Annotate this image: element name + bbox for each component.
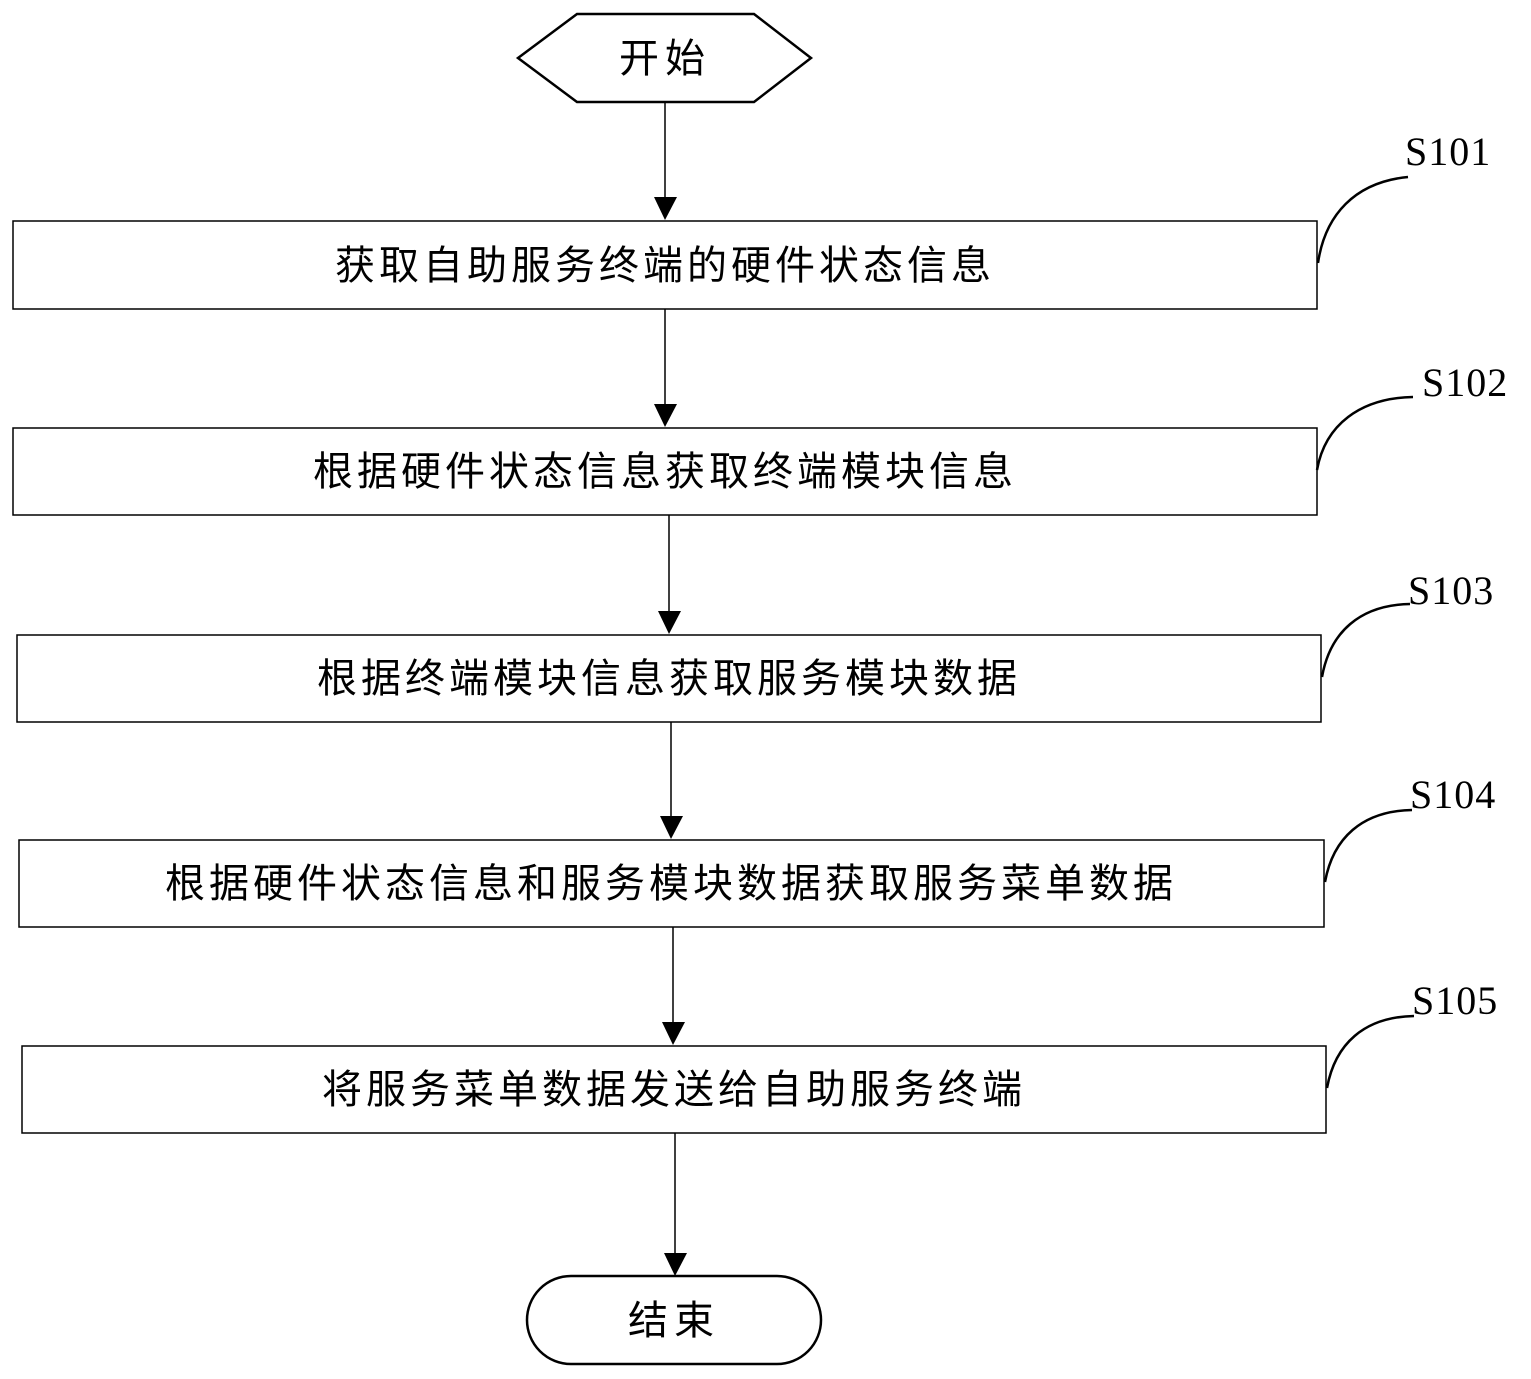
- step-label: 根据硬件状态信息和服务模块数据获取服务菜单数据: [165, 861, 1177, 907]
- step-label: 获取自助服务终端的硬件状态信息: [335, 243, 995, 289]
- arrowhead-icon: [658, 611, 681, 634]
- step-id-label: S104: [1410, 772, 1496, 817]
- arrowhead-icon: [662, 1022, 685, 1045]
- connectors: [654, 102, 687, 1276]
- arrowhead-icon: [654, 197, 677, 220]
- start-hexagon-shape: [515, 12, 814, 104]
- step-box: [21, 1045, 1327, 1134]
- step-id-leader: [1316, 175, 1409, 264]
- step-id-leader: [1325, 1014, 1415, 1089]
- end-terminal-shape: [525, 1274, 823, 1366]
- step-id-label: S105: [1412, 978, 1498, 1023]
- step-s103: 根据终端模块信息获取服务模块数据 S103: [16, 568, 1494, 723]
- step-id-label: S101: [1405, 129, 1491, 174]
- arrowhead-icon: [664, 1253, 687, 1276]
- end-label: 结束: [628, 1298, 720, 1344]
- step-id-leader: [1323, 808, 1413, 883]
- step-s104: 根据硬件状态信息和服务模块数据获取服务菜单数据 S104: [18, 772, 1496, 928]
- step-box: [12, 427, 1318, 516]
- step-s102: 根据硬件状态信息获取终端模块信息 S102: [12, 360, 1508, 516]
- step-id-label: S102: [1422, 360, 1508, 405]
- step-box: [18, 839, 1325, 928]
- arrowhead-icon: [654, 404, 677, 427]
- step-s101: 获取自助服务终端的硬件状态信息 S101: [12, 129, 1491, 310]
- step-box: [12, 220, 1318, 310]
- step-id-label: S103: [1408, 568, 1494, 613]
- step-box: [16, 634, 1322, 723]
- arrowhead-icon: [660, 816, 683, 839]
- end-node: 结束: [525, 1274, 823, 1366]
- start-node: 开始: [515, 12, 814, 104]
- step-label: 将服务菜单数据发送给自助服务终端: [322, 1067, 1026, 1113]
- step-label: 根据终端模块信息获取服务模块数据: [317, 656, 1021, 702]
- step-s105: 将服务菜单数据发送给自助服务终端 S105: [21, 978, 1498, 1134]
- step-label: 根据硬件状态信息获取终端模块信息: [313, 449, 1017, 495]
- step-id-leader: [1315, 395, 1414, 471]
- start-label: 开始: [619, 36, 711, 82]
- step-id-leader: [1320, 602, 1411, 678]
